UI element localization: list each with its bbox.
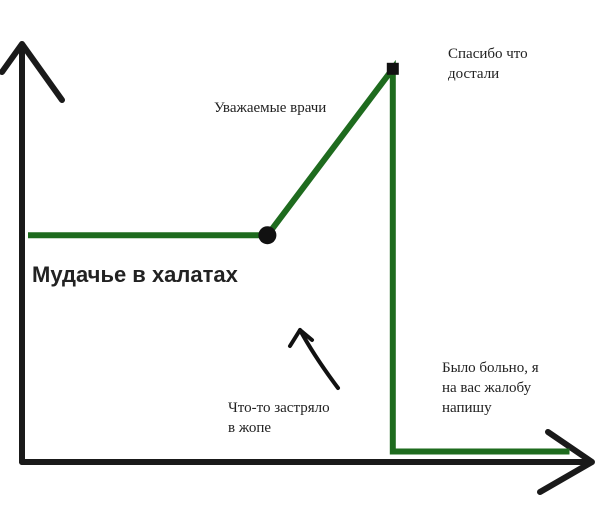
annotation-line: Что-то застряло	[228, 400, 330, 416]
y-axis-arrowhead-icon	[0, 41, 65, 103]
annotation-line: напишу	[442, 400, 492, 416]
data-point	[258, 226, 277, 245]
annotation-line: на вас жалобу	[442, 380, 532, 396]
annotation-line: Было больно, я	[442, 360, 539, 376]
annotation-label: Спасибо что достали	[448, 46, 531, 82]
annotation-label: Что-то застряло в жопе	[228, 400, 333, 436]
annotation-line: достали	[448, 66, 499, 82]
data-point	[386, 62, 399, 75]
annotation-line: Уважаемые врачи	[214, 100, 326, 116]
annotation-label: Мудачье в халатах	[32, 262, 239, 287]
annotation-line: Спасибо что	[448, 46, 528, 62]
pointer-arrowhead-icon	[288, 328, 314, 348]
annotation-line: в жопе	[228, 420, 271, 436]
annotation-label: Уважаемые врачи	[214, 100, 326, 116]
x-axis-arrowhead-icon	[537, 429, 595, 495]
annotation-label: Было больно, я на вас жалобу напишу	[442, 360, 542, 416]
annotation-line: Мудачье в халатах	[32, 262, 239, 287]
pointer-arrow-icon	[298, 328, 340, 390]
